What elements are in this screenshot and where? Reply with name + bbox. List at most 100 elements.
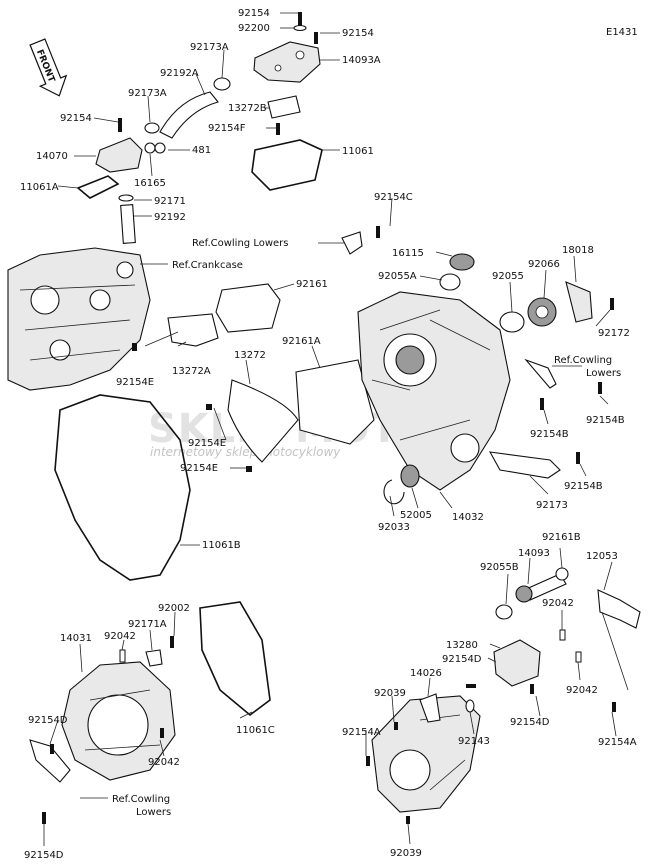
dowel-92042-right-1 (559, 629, 566, 641)
bolt-92039-bottom (406, 816, 410, 824)
hose-92192a (159, 91, 219, 139)
bolt-92154b-2 (598, 382, 602, 394)
clamp-92171a (145, 649, 163, 667)
label-92066: 92066 (528, 259, 560, 270)
crankcase-ref (7, 247, 151, 391)
label-14070: 14070 (36, 151, 68, 162)
cover-13280 (493, 639, 541, 687)
bolt-92154-top-right (314, 32, 318, 44)
label-92033: 92033 (378, 522, 410, 533)
label-14093a: 14093A (342, 55, 381, 66)
label-92042-right-lower: 92042 (566, 685, 598, 696)
plate-13272a (167, 313, 219, 347)
clamp-92173a-lower (144, 122, 160, 134)
bolt-92154a-left (366, 756, 370, 766)
bolt-92002 (170, 636, 174, 648)
label-92200: 92200 (238, 23, 270, 34)
label-11061c: 11061C (236, 725, 275, 736)
label-92173a-lower: 92173A (128, 88, 167, 99)
label-16165: 16165 (134, 178, 166, 189)
label-92154d-bottom: 92154D (24, 850, 64, 861)
label-12053: 12053 (586, 551, 618, 562)
label-92154a-right: 92154A (598, 737, 637, 748)
label-481: 481 (192, 145, 211, 156)
bracket-18018 (565, 281, 593, 323)
front-arrow-icon: FRONT (29, 38, 68, 97)
label-92055a: 92055A (378, 271, 417, 282)
label-52005: 52005 (400, 510, 432, 521)
label-ref-cowling-lowers-top: Ref.Cowling Lowers (192, 238, 289, 249)
label-92171a: 92171A (128, 619, 167, 630)
spacer-92143 (465, 699, 475, 713)
oring-92161b (555, 567, 569, 581)
label-ref-cowling-right: Ref.Cowling (554, 355, 612, 366)
label-ref-cowling-bottom-2: Lowers (136, 807, 171, 818)
label-92154b-low: 92154B (564, 481, 603, 492)
label-92154e-low: 92154E (180, 463, 218, 474)
label-18018: 18018 (562, 245, 594, 256)
bolt-92154d-left (50, 744, 54, 754)
label-92161: 92161 (296, 279, 328, 290)
label-13272a: 13272A (172, 366, 211, 377)
oring-92055a (439, 273, 461, 291)
gasket-11061 (251, 139, 323, 191)
bolt-92154c (376, 226, 380, 238)
label-92172: 92172 (598, 328, 630, 339)
label-92154b-mid: 92154B (530, 429, 569, 440)
label-14032: 14032 (452, 512, 484, 523)
bolt-92154d-right (530, 684, 534, 694)
plate-92161 (215, 283, 281, 333)
bolt-92154f (276, 123, 280, 135)
dowel-92042-right-2 (575, 651, 582, 663)
plate-13272b (267, 95, 301, 119)
insulator-92161a (295, 359, 375, 445)
gasket-11061a (76, 175, 120, 199)
label-92154d-left: 92154D (28, 715, 68, 726)
label-92154a-left: 92154A (342, 727, 381, 738)
label-ref-cowling-right-2: Lowers (586, 368, 621, 379)
seal-16115 (449, 253, 475, 271)
oring-16165 (144, 142, 156, 154)
label-ref-cowling-bottom: Ref.Cowling (112, 794, 170, 805)
label-92002: 92002 (158, 603, 190, 614)
leader-lines (43, 12, 617, 846)
label-92154e-left: 92154E (116, 377, 154, 388)
label-92173a-upper: 92173A (190, 42, 229, 53)
bolt-92154d-mid (466, 684, 476, 688)
label-92055: 92055 (492, 271, 524, 282)
label-92154d-mid: 92154D (442, 654, 482, 665)
bolt-92154-top (298, 12, 302, 26)
oring-481 (154, 142, 166, 154)
label-92154e-mid: 92154E (188, 438, 226, 449)
label-92154-left: 92154 (60, 113, 92, 124)
label-92039-top: 92039 (374, 688, 406, 699)
bracket-92173 (488, 451, 561, 479)
label-11061a: 11061A (20, 182, 59, 193)
gasket-11061c (199, 601, 271, 717)
circlip-92033 (383, 479, 405, 505)
label-92039-bottom: 92039 (390, 848, 422, 859)
bolt-92154e-1 (132, 343, 137, 351)
generator-cover-14031 (61, 661, 176, 781)
watermark-tagline: internetowy sklep motocyklowy (150, 445, 341, 459)
cowling-bracket-right (524, 358, 557, 389)
bolt-92154-left (118, 118, 122, 132)
label-14031: 14031 (60, 633, 92, 644)
label-14093: 14093 (518, 548, 550, 559)
label-92143: 92143 (458, 736, 490, 747)
cowling-bracket-top (341, 231, 363, 255)
bolt-92154a-right (612, 702, 616, 712)
label-16115: 16115 (392, 248, 424, 259)
label-92154d-right: 92154D (510, 717, 550, 728)
clamp-92173a-upper (213, 77, 231, 91)
shield-13272 (227, 379, 299, 463)
pipe-92192 (120, 204, 136, 244)
label-13280: 13280 (446, 640, 478, 651)
diagram-code: E1431 (606, 27, 638, 38)
washer-92200 (293, 24, 307, 32)
part-14093a (253, 41, 321, 83)
label-92161a: 92161A (282, 336, 321, 347)
label-11061: 11061 (342, 146, 374, 157)
bolt-92154e-2 (206, 404, 212, 410)
